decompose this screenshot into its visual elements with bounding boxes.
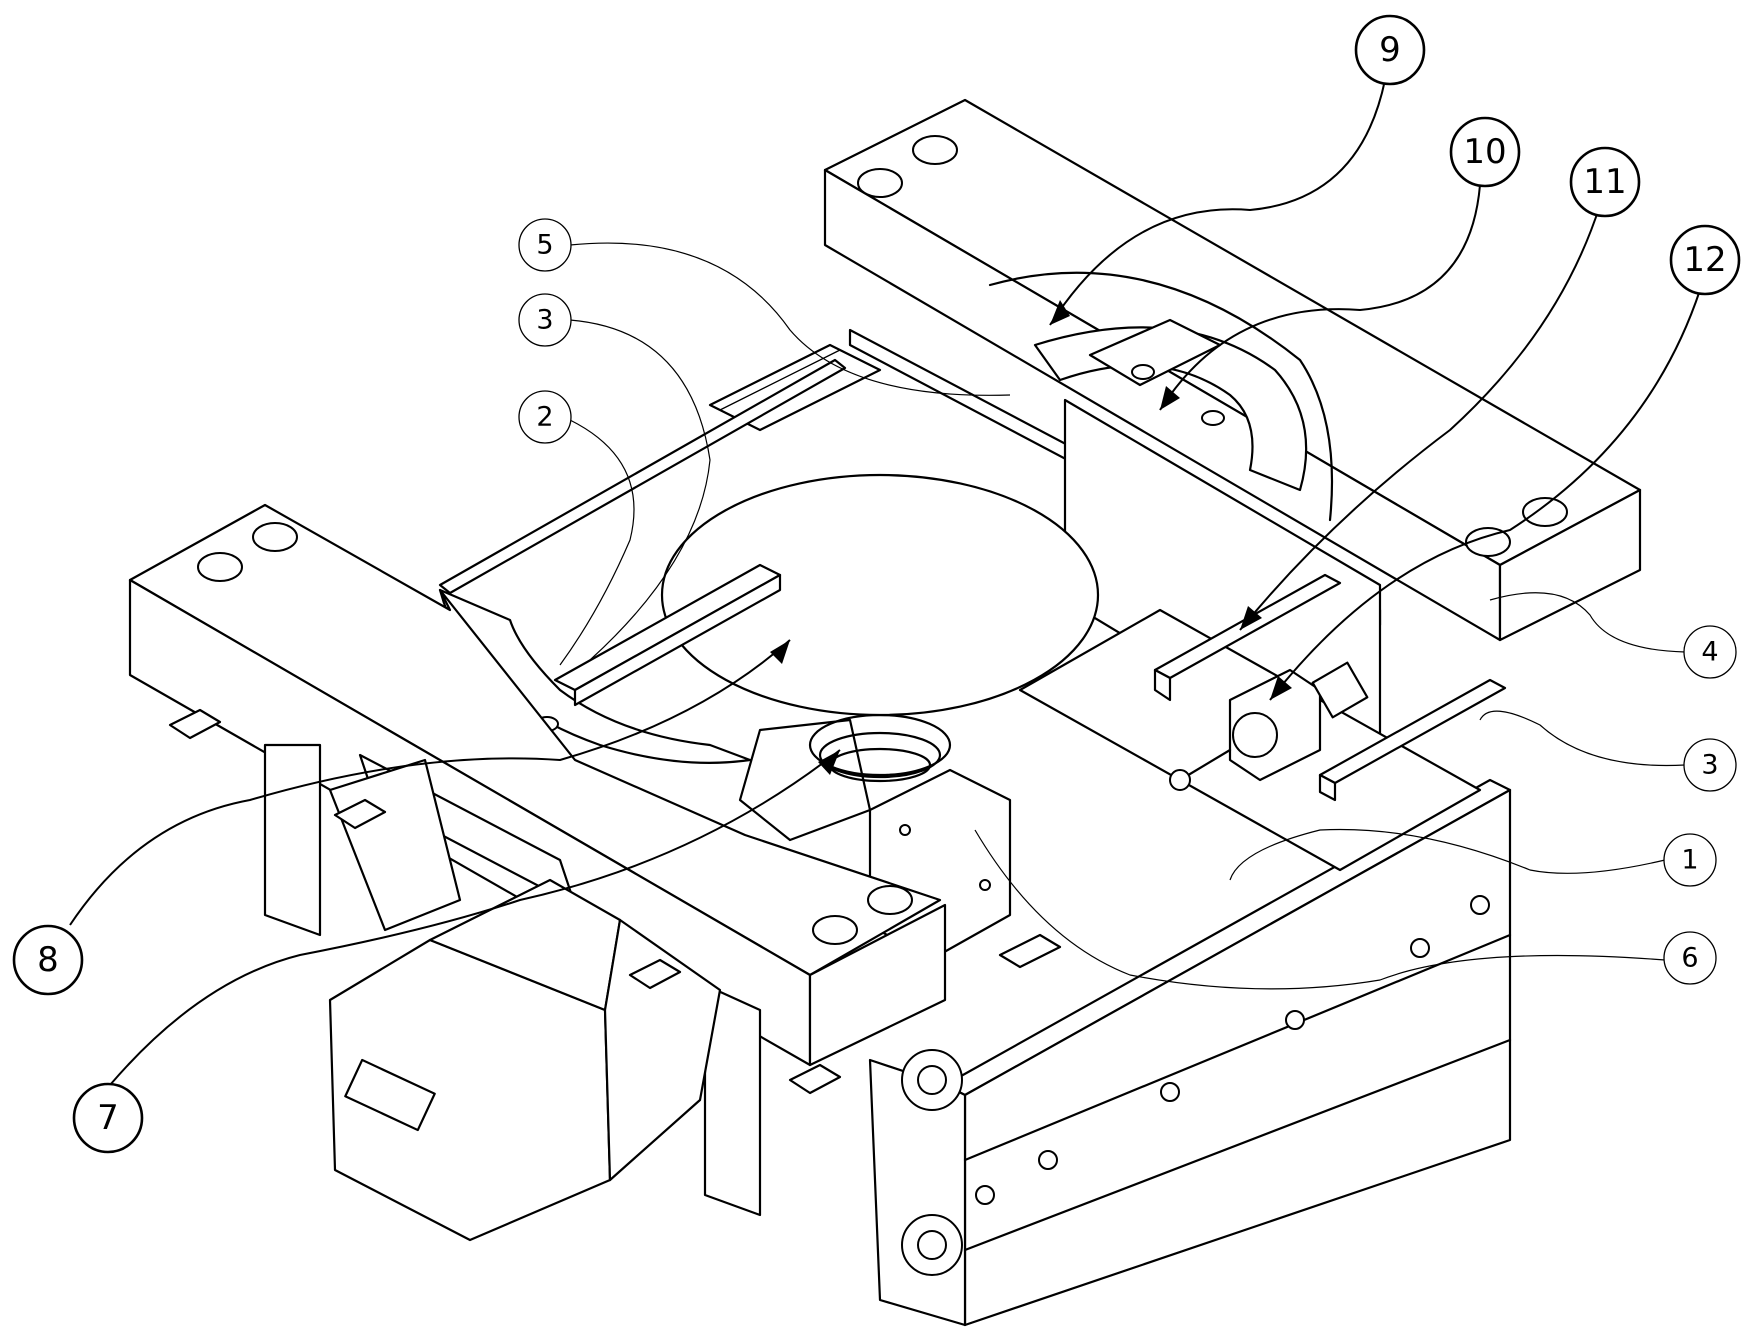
svg-text:6: 6 [1681,943,1698,974]
svg-text:3: 3 [536,305,553,336]
svg-text:9: 9 [1379,30,1401,70]
callout-1: 1 [1664,834,1716,886]
svg-text:11: 11 [1583,162,1626,202]
callout-4: 4 [1684,626,1736,678]
callout-12: 12 [1671,226,1739,294]
callout-3a: 3 [519,294,571,346]
callout-2: 2 [519,391,571,443]
svg-text:7: 7 [97,1098,119,1138]
callout-5: 5 [519,219,571,271]
callout-3b: 3 [1684,739,1736,791]
svg-text:5: 5 [536,230,553,261]
svg-text:8: 8 [37,940,59,980]
svg-text:4: 4 [1701,637,1718,668]
svg-text:12: 12 [1683,240,1726,280]
callout-6: 6 [1664,932,1716,984]
svg-text:3: 3 [1701,750,1718,781]
callout-10: 10 [1451,118,1519,186]
svg-text:10: 10 [1463,132,1506,172]
callout-7: 7 [74,1084,142,1152]
svg-text:1: 1 [1681,845,1698,876]
callout-8: 8 [14,926,82,994]
callout-11: 11 [1571,148,1639,216]
svg-text:2: 2 [536,402,553,433]
callout-9: 9 [1356,16,1424,84]
